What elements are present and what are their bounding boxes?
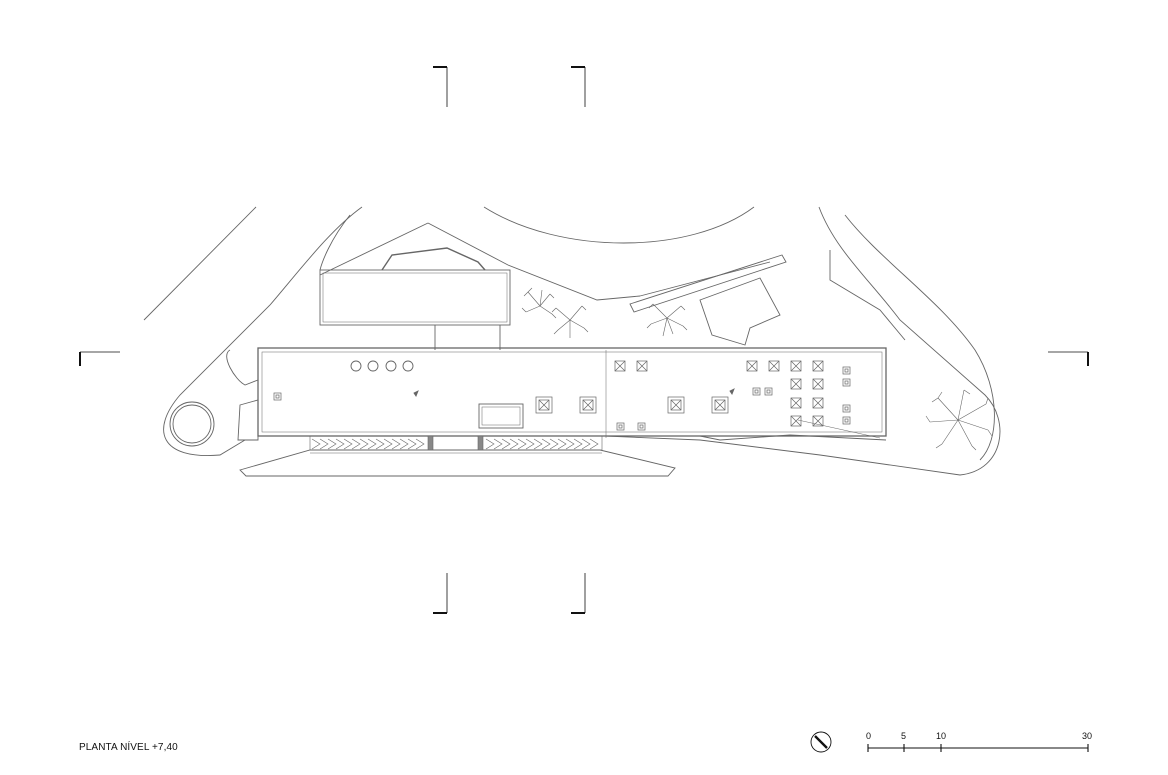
section-markers	[79, 66, 1089, 614]
square-skylights	[273, 360, 851, 431]
north-arrow-icon	[810, 731, 832, 753]
scale-labels: 0 5 10 30	[866, 731, 1092, 741]
scale-label-5: 5	[901, 731, 906, 741]
drawing-title: PLANTA NÍVEL +7,40	[79, 742, 178, 753]
facade-louvers	[309, 435, 603, 454]
scale-bar	[867, 744, 1089, 752]
central-opening	[478, 403, 524, 429]
circular-skylights	[350, 360, 414, 372]
tree-symbols	[521, 287, 993, 451]
upper-volume	[319, 247, 511, 350]
scale-label-0: 0	[866, 731, 871, 741]
scale-label-10: 10	[936, 731, 946, 741]
site-outline	[143, 206, 1001, 477]
scale-label-30: 30	[1082, 731, 1092, 741]
cylinder-element	[169, 401, 215, 447]
